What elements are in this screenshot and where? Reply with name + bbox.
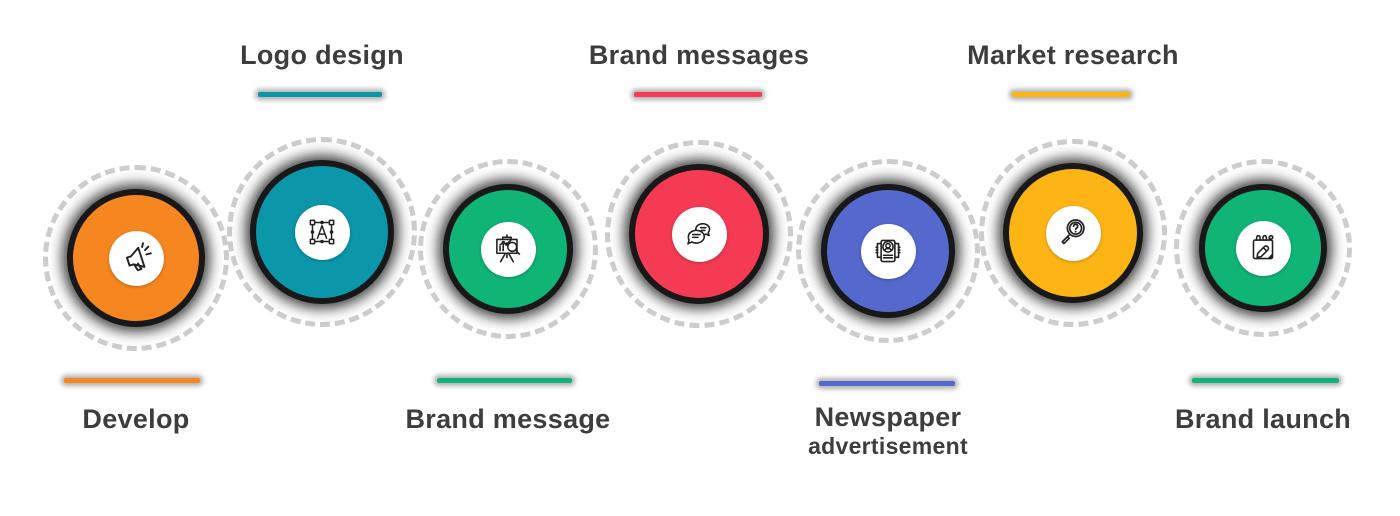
step-circle	[635, 170, 763, 298]
step-circle	[1009, 169, 1137, 297]
step-label-text: Brand message	[405, 404, 611, 434]
step-label-text: Brand launch	[1174, 404, 1352, 434]
step-label: Develop	[0, 404, 286, 435]
icon-badge	[480, 221, 536, 277]
step-label: Brand message	[358, 404, 658, 435]
presentation-chart-icon	[496, 234, 521, 263]
label-underline	[258, 92, 382, 97]
label-underline	[1192, 378, 1339, 383]
dashed-connector-ring	[979, 139, 1167, 327]
step-label-text: Newspaper	[814, 402, 962, 432]
step-label-line2: advertisement	[808, 433, 968, 460]
label-underline	[64, 378, 200, 383]
step-label: Market research	[923, 40, 1223, 71]
step-label: Brand launch	[1113, 404, 1400, 435]
megaphone-icon	[126, 242, 152, 272]
icon-badge	[1045, 205, 1101, 261]
step-circle	[449, 190, 567, 308]
icon-badge	[1235, 220, 1291, 276]
dashed-connector-ring	[43, 165, 229, 351]
chat-bubbles-icon	[687, 222, 711, 245]
dashed-connector-ring	[418, 159, 598, 339]
label-underline	[634, 92, 762, 97]
step-label-text: Develop	[82, 404, 190, 434]
icon-badge	[671, 206, 727, 262]
label-underline	[819, 381, 955, 386]
label-underline	[1012, 92, 1130, 97]
newspaper-profile-icon	[875, 239, 901, 263]
step-label-text: Logo design	[240, 40, 404, 70]
step-label: Logo design	[172, 40, 472, 71]
step-circle	[256, 166, 388, 298]
step-circle	[73, 195, 199, 321]
dashed-connector-ring	[605, 140, 793, 328]
step-label-text: Brand messages	[588, 40, 810, 70]
dashed-connector-ring	[796, 159, 980, 343]
vector-letter-a-icon	[309, 219, 335, 245]
calendar-pencil-icon	[1252, 234, 1274, 260]
label-underline	[437, 378, 572, 383]
step-label: Brand messages	[549, 40, 849, 71]
step-label-text: Market research	[967, 40, 1179, 70]
icon-badge	[860, 223, 916, 279]
step-circle	[1205, 190, 1321, 306]
dashed-connector-ring	[227, 137, 417, 327]
icon-badge	[294, 204, 350, 260]
step-circle	[827, 190, 949, 312]
dashed-connector-ring	[1174, 159, 1352, 337]
icon-badge	[108, 230, 164, 286]
step-label: Newspaper advertisement	[738, 402, 1038, 459]
magnifier-question-icon	[1061, 219, 1085, 245]
